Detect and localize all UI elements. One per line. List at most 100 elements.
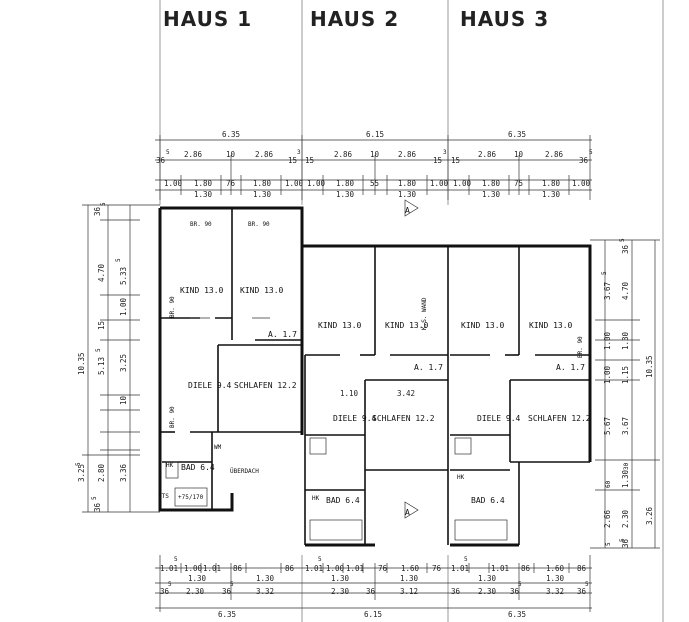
right-dim-16: 2.30	[621, 509, 630, 528]
right-dim-20: 5	[619, 538, 626, 542]
left-dim-12: 3.25	[77, 464, 86, 482]
bot-dim-r1-15: 1.01	[491, 564, 509, 573]
bot-dim-r1-12: 76	[432, 564, 442, 573]
h2-a17-label: A. 1.7	[414, 363, 443, 372]
h1-schlafen-label: SCHLAFEN 12.2	[234, 381, 297, 390]
top-dim-r3-11: 1.80	[482, 179, 501, 188]
right-dim-7: 10.35	[645, 355, 654, 378]
bot-dim-r1-0: 1.01	[160, 564, 178, 573]
h3-br-label: BR. 90	[577, 336, 584, 358]
bot-dim-r3-11: 36	[510, 587, 520, 596]
h2-diele-label: DIELE 9.4	[333, 414, 377, 423]
h1-a17-label: A. 1.7	[268, 330, 297, 339]
left-dim-9: 3.25	[119, 354, 128, 372]
bot-dim-r3-5: 3.32	[256, 587, 274, 596]
top-dim-r3-10: 1.00	[453, 179, 472, 188]
top-dim-r4-0: 1.30	[194, 190, 213, 199]
house-1-walls	[158, 206, 304, 512]
bottom-overall-h2: 6.15	[364, 610, 382, 619]
top-dim-r2-13: 15	[451, 156, 460, 165]
h1-wm-label: WM	[214, 444, 222, 451]
bot-dim-r2-1: 1.30	[256, 574, 275, 583]
right-dim-10: 5.67	[603, 417, 612, 435]
right-dimension-chains	[590, 239, 660, 549]
top-dim-r3-0: 1.00	[164, 179, 183, 188]
bot-dim-r1-10: 76	[378, 564, 388, 573]
left-dim-16: 36	[93, 502, 102, 512]
bot-dim-r3-4: 5	[230, 581, 234, 588]
h1-diele-label: DIELE 9.4	[188, 381, 232, 390]
top-dim-r2-6: 3	[297, 149, 301, 156]
left-dim-15: 3.36	[119, 463, 128, 482]
left-dim-17: 5	[91, 496, 98, 500]
bot-dim-r1-4: 86	[233, 564, 243, 573]
top-dim-r4-5: 1.30	[542, 190, 561, 199]
top-dim-r3-12: 75	[514, 179, 523, 188]
bot-dim-r3-15: 5	[585, 581, 589, 588]
h3-a17-label: A. 1.7	[556, 363, 585, 372]
h1-br-bottom-label: BR. 90	[169, 406, 176, 428]
left-dim-1: 5	[100, 202, 107, 206]
bottom-dimension-chains	[155, 555, 592, 612]
top-dim-r2-14: 2.86	[478, 150, 497, 159]
left-dim-13: 5	[75, 462, 82, 466]
top-dim-r2-9: 10	[370, 150, 380, 159]
top-dim-r3-4: 1.00	[285, 179, 304, 188]
h2-schlafen-label: SCHLAFEN 12.2	[372, 414, 435, 423]
bot-dim-r3-6: 2.30	[331, 587, 350, 596]
top-dim-r3-1: 1.80	[194, 179, 213, 188]
left-dim-6: 10.35	[77, 352, 86, 375]
bot-dim-r3-9: 36	[451, 587, 461, 596]
bot-dim-r1-1: 5	[174, 556, 178, 563]
bot-dim-r1-11: 1.60	[401, 564, 420, 573]
house-3-title: HAUS 3	[460, 7, 549, 31]
h3-kind2-label: KIND 13.0	[529, 321, 573, 330]
bottom-overall-h3: 6.35	[508, 610, 526, 619]
top-dim-r3-8: 1.80	[398, 179, 417, 188]
top-dim-r3-9: 1.00	[430, 179, 449, 188]
right-dim-3: 5	[601, 271, 608, 275]
bot-dim-r1-2: 1.00	[184, 564, 203, 573]
h1-bad-label: BAD 6.4	[181, 463, 215, 472]
bot-dim-r1-17: 1.60	[546, 564, 565, 573]
top-dim-r2-3: 10	[226, 150, 236, 159]
h1-kind2-label: KIND 13.0	[240, 286, 284, 295]
top-dim-r3-6: 1.80	[336, 179, 355, 188]
h2-bad-label: BAD 6.4	[326, 496, 360, 505]
right-dim-5: 1.00	[603, 331, 612, 350]
right-dim-12: 30	[623, 462, 630, 470]
bot-dim-r2-2: 1.30	[331, 574, 350, 583]
left-dim-2: 4.70	[97, 263, 106, 282]
bot-dim-r1-7: 5	[318, 556, 322, 563]
top-dim-r3-14: 1.00	[572, 179, 591, 188]
top-dim-r2-12: 3	[443, 149, 447, 156]
house-2-walls	[302, 199, 449, 547]
bot-dim-r2-5: 1.30	[546, 574, 565, 583]
bot-dim-r3-7: 36	[366, 587, 376, 596]
left-dim-11: 1.00	[119, 297, 128, 316]
h1-hk-label: HK	[166, 462, 174, 469]
bot-dim-r1-13: 1.01	[451, 564, 469, 573]
top-dim-r2-2: 2.86	[184, 150, 203, 159]
h1-br-left-label: BR. 90	[169, 296, 176, 318]
top-dim-r3-13: 1.80	[542, 179, 561, 188]
right-dim-8: 1.00	[603, 365, 612, 384]
top-dim-r3-7: 55	[370, 179, 379, 188]
top-dimension-chains	[155, 135, 592, 200]
h1-sts-label: STS	[158, 493, 169, 500]
top-dim-r3-3: 1.80	[253, 179, 272, 188]
top-dim-r2-1: 5	[166, 149, 170, 156]
right-dim-9: 1.15	[621, 366, 630, 384]
bot-dim-r2-3: 1.30	[400, 574, 419, 583]
h3-diele-label: DIELE 9.4	[477, 414, 521, 423]
top-dim-r2-16: 2.86	[545, 150, 564, 159]
right-dim-18: 5	[605, 542, 612, 546]
h1-br2-label: BR. 90	[248, 221, 270, 228]
house-1-title: HAUS 1	[163, 7, 252, 31]
bot-dim-r3-0: 36	[160, 587, 170, 596]
h1-ueberdach-label: ÜBERDACH	[230, 468, 259, 475]
bot-dim-r2-4: 1.30	[478, 574, 497, 583]
house-2-title: HAUS 2	[310, 7, 399, 31]
top-dim-r4-1: 1.30	[253, 190, 272, 199]
